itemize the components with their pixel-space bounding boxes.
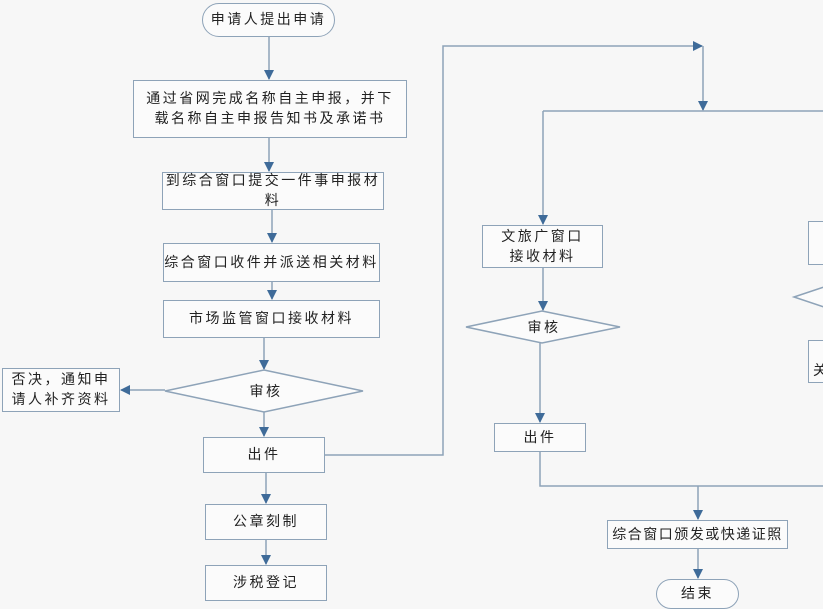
- seal-carving-box: 公章刻制: [205, 504, 327, 540]
- receive-dispatch-box: 综合窗口收件并派送相关材料: [163, 243, 380, 282]
- submit-materials-box: 到综合窗口提交一件事申报材料: [162, 172, 384, 210]
- start-terminal: 申请人提出申请: [202, 3, 335, 37]
- market-window-label: 市场监管窗口接收材料: [189, 311, 354, 327]
- deliver-license-label: 综合窗口颁发或快递证照: [612, 526, 783, 543]
- edge-issue2-merge: [539, 452, 823, 487]
- receive-dispatch-label: 综合窗口收件并派送相关材料: [164, 254, 379, 271]
- issue-2-box: 出件: [494, 423, 586, 452]
- online-declare-label: 通过省网完成名称自主申报，并下载名称自主申报告知书及承诺书: [146, 91, 394, 127]
- market-window-box: 市场监管窗口接收材料: [163, 300, 380, 338]
- issue-2-label: 出件: [523, 429, 557, 446]
- review-diamond-1: [164, 369, 364, 413]
- end-terminal: 结束: [656, 579, 739, 609]
- issue-1-box: 出件: [203, 437, 325, 473]
- deliver-license-box: 综合窗口颁发或快递证照: [607, 520, 788, 549]
- submit-materials-label: 到综合窗口提交一件事申报材料: [165, 173, 381, 209]
- culture-window-label: 文旅广窗口接收材料: [501, 228, 584, 265]
- seal-carving-label: 公章刻制: [233, 514, 299, 530]
- start-label: 申请人提出申请: [210, 12, 327, 28]
- tax-registration-label: 涉税登记: [233, 575, 299, 591]
- culture-window-box: 文旅广窗口接收材料: [482, 225, 603, 268]
- right-partial-diamond: [791, 286, 823, 308]
- right-partial-label: 关: [813, 362, 823, 379]
- right-partial-box-bottom: 关: [808, 340, 823, 383]
- right-partial-box-top: [808, 221, 823, 265]
- online-declare-box: 通过省网完成名称自主申报，并下载名称自主申报告知书及承诺书: [133, 80, 407, 138]
- review-2-label: 审核: [527, 320, 561, 336]
- issue-1-label: 出件: [247, 447, 281, 463]
- reject-notify-box: 否决，通知申请人补齐资料: [2, 368, 120, 412]
- edge-issue-to-branch: [325, 41, 703, 456]
- reject-notify-label: 否决，通知申请人补齐资料: [11, 372, 111, 408]
- review-1-label: 审核: [249, 384, 283, 400]
- end-label: 结束: [681, 586, 714, 602]
- tax-registration-box: 涉税登记: [205, 565, 327, 601]
- review-diamond-2: [465, 310, 621, 344]
